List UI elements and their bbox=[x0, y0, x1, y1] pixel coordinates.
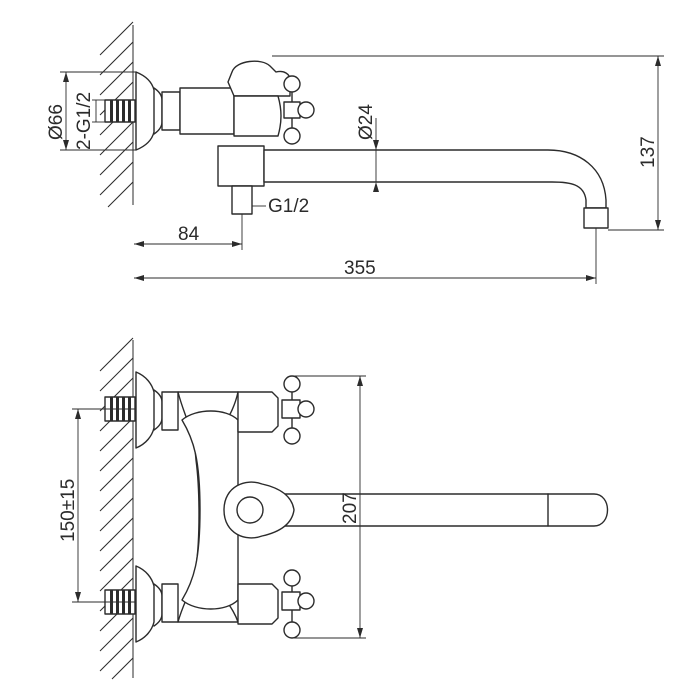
label-inlet-thread: 2-G1/2 bbox=[74, 92, 95, 150]
label-height: 137 bbox=[638, 136, 659, 168]
side-view: Ø66 2-G1/2 Ø24 G1/2 137 bbox=[46, 21, 664, 284]
spout-aerator bbox=[583, 207, 609, 229]
outlet-connector bbox=[231, 185, 253, 215]
valve-cap bbox=[227, 60, 291, 97]
connector-nut bbox=[161, 91, 181, 131]
dim-center-spacing bbox=[72, 408, 136, 603]
wall-hatch-bottom bbox=[99, 337, 134, 680]
inlet-thread-marks bbox=[110, 100, 131, 122]
cross-handle-side bbox=[283, 75, 315, 145]
mixer-body bbox=[179, 87, 235, 135]
valve-body bbox=[233, 95, 282, 137]
mixer-center bbox=[181, 410, 239, 610]
diverter-block bbox=[217, 145, 265, 187]
wall-flange bbox=[135, 71, 155, 151]
diverter-cap bbox=[236, 496, 264, 524]
label-outer-diameter: Ø66 bbox=[46, 104, 67, 140]
upper-valve bbox=[237, 375, 315, 445]
label-center-spacing: 150±15 bbox=[58, 479, 79, 542]
dim-inlet-to-outlet bbox=[134, 214, 243, 250]
dim-height bbox=[272, 55, 664, 231]
label-total-length: 355 bbox=[344, 258, 376, 279]
upper-inlet bbox=[104, 371, 179, 449]
lower-valve bbox=[237, 569, 315, 639]
dim-total-length bbox=[134, 228, 597, 284]
dim-handle-span bbox=[292, 375, 366, 639]
spout-front bbox=[261, 493, 609, 527]
front-view: 150±15 207 bbox=[58, 337, 609, 680]
lower-inlet bbox=[104, 565, 179, 643]
dim-inlet-thread bbox=[92, 99, 106, 123]
label-spout-diameter: Ø24 bbox=[356, 104, 377, 140]
label-outlet-thread: G1/2 bbox=[268, 196, 309, 217]
dim-outer-diameter bbox=[60, 71, 136, 151]
swivel-spout bbox=[263, 149, 607, 209]
label-inlet-to-outlet: 84 bbox=[178, 224, 200, 245]
dim-spout-diameter bbox=[373, 118, 379, 192]
label-handle-span: 207 bbox=[340, 492, 361, 524]
